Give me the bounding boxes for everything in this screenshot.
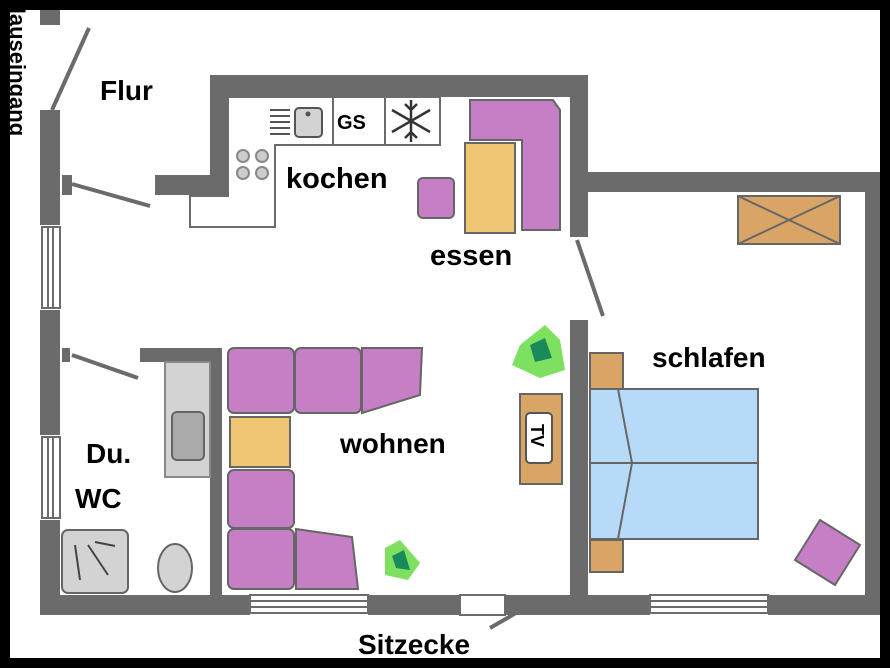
coffee-table <box>229 416 291 468</box>
washbasin-icon <box>171 411 205 461</box>
room-label-wc: WC <box>75 483 122 514</box>
room-label-essen: essen <box>430 240 512 272</box>
plant-icon <box>385 540 420 580</box>
room-label-kochen: kochen <box>286 163 388 195</box>
shower-icon <box>61 529 129 594</box>
armchair <box>793 518 862 587</box>
walls <box>40 10 880 615</box>
tv-label: TV <box>527 424 547 447</box>
terrace-door-frame <box>459 594 506 616</box>
room-label-flur: Flur <box>100 75 153 106</box>
sofa <box>227 347 424 590</box>
kitchen-counter <box>189 96 441 228</box>
terrace-door <box>488 600 537 630</box>
nightstand <box>589 352 624 390</box>
room-label-schlafen: schlafen <box>652 342 766 373</box>
tv-icon <box>525 412 553 464</box>
room-label-du: Du. <box>86 438 131 469</box>
freezer-snowflake-icon <box>391 100 431 142</box>
plan-background <box>10 10 880 658</box>
entrance-door <box>50 27 91 111</box>
sink-icon <box>270 107 323 138</box>
dishwasher-label: GS <box>337 112 366 134</box>
flur-door <box>71 182 151 208</box>
nightstand <box>589 539 624 573</box>
frame-bottom <box>0 658 890 668</box>
label-hauseingang: Hauseingang <box>5 0 30 136</box>
bathroom-door <box>71 353 139 380</box>
windows <box>41 226 769 614</box>
dining-table <box>464 142 516 234</box>
room-label-sitzecke: Sitzecke <box>358 629 470 660</box>
dining-bench <box>469 99 561 231</box>
stove-icon <box>236 149 269 180</box>
plant-icon <box>512 325 565 378</box>
doors <box>50 27 605 630</box>
bedroom-door <box>575 239 605 317</box>
room-label-wohnen: wohnen <box>339 428 446 459</box>
toilet-icon <box>157 543 193 593</box>
dining-chair <box>417 177 455 219</box>
